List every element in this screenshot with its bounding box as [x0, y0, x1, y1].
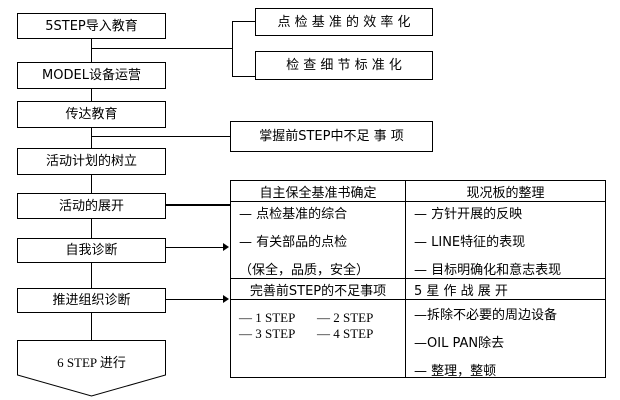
- flow-box-label: 传达教育: [65, 107, 118, 122]
- arrow-orgdiag: [223, 295, 229, 303]
- connector-to-side-box-1: [232, 21, 256, 22]
- matrix-list-item: — 整理，整顿: [414, 364, 497, 377]
- flow-box-label: 5STEP导入教育: [45, 18, 138, 34]
- matrix-header-cell-left-2: 完善前STEP的不足事项: [231, 279, 406, 299]
- side-box-grasp-prior-step[interactable]: 掌握前STEP中不足 事 项: [230, 121, 433, 152]
- matrix-step-item: — 4 STEP: [317, 326, 374, 341]
- matrix-header-cell-right-1: 现况板的整理: [406, 181, 605, 201]
- flow-box-label: MODEL设备运营: [42, 68, 141, 83]
- matrix-list-item: — 目标明确化和意志表现: [414, 262, 562, 278]
- matrix-header-text: 5 星 作 战 展 开: [414, 283, 508, 299]
- matrix-step-row: — 3 STEP — 4 STEP: [231, 326, 405, 342]
- matrix-header-text: 现况板的整理: [466, 185, 545, 201]
- connector-spine-6: [91, 262, 92, 288]
- connector-selfdiag-to-matrix: [166, 247, 224, 248]
- connector-top-bracket: [232, 21, 233, 76]
- flow-box-label: 自我诊断: [65, 243, 118, 258]
- side-box-label: 掌握前STEP中不足 事 项: [259, 129, 404, 144]
- matrix-header-row-2: 完善前STEP的不足事项 5 星 作 战 展 开: [231, 279, 605, 299]
- connector-orgdiag-to-matrix: [166, 299, 224, 300]
- flow-terminator-6step[interactable]: 6 STEP 进行: [17, 340, 166, 396]
- connector-spine-1: [91, 38, 92, 63]
- matrix-divider-3: [231, 299, 605, 300]
- flow-box-label: 推进组织诊断: [52, 293, 131, 308]
- matrix-list-item: —拆除不必要的周边设备: [414, 308, 558, 323]
- matrix-content-cell-left-1: — 点检基准的综合 — 有关部品的点检 （保全，品质，安全）: [231, 202, 406, 278]
- connector-to-side-box-2: [232, 76, 256, 77]
- matrix-content-row-2: — 1 STEP — 2 STEP — 3 STEP — 4 STEP —拆除不…: [231, 300, 605, 377]
- flow-box-label: 活动的展开: [58, 198, 124, 214]
- connector-spine-3: [91, 127, 92, 148]
- matrix-list-item: — 方针开展的反映: [414, 206, 523, 222]
- matrix-list-item: — 有关部品的点检: [239, 234, 348, 250]
- flow-box-transmission-education[interactable]: 传达教育: [17, 101, 166, 128]
- connector-spine-5: [91, 218, 92, 238]
- matrix-content-row-1: — 点检基准的综合 — 有关部品的点检 （保全，品质，安全） — 方针开展的反映…: [231, 202, 605, 278]
- matrix-step-item: — 3 STEP: [239, 326, 296, 341]
- connector-spine-4: [91, 175, 92, 193]
- activity-matrix-table: 自主保全基准书确定 现况板的整理 — 点检基准的综合 — 有关部品的点检 （保全…: [230, 180, 606, 378]
- connector-top-horizontal: [91, 48, 233, 49]
- side-box-inspection-efficiency[interactable]: 点 检 基 准 的 效 率 化: [255, 8, 433, 36]
- matrix-step-item: — 2 STEP: [317, 310, 374, 325]
- connector-activity-to-matrix: [166, 204, 230, 206]
- side-box-label: 点 检 基 准 的 效 率 化: [277, 14, 411, 30]
- flow-terminator-label: 6 STEP 进行: [57, 355, 126, 370]
- flow-box-5step-intro[interactable]: 5STEP导入教育: [17, 13, 166, 39]
- matrix-content-cell-left-2: — 1 STEP — 2 STEP — 3 STEP — 4 STEP: [231, 300, 406, 377]
- flow-box-self-diagnosis[interactable]: 自我诊断: [17, 238, 166, 263]
- matrix-content-cell-right-1: — 方针开展的反映 — LINE特征的表现 — 目标明确化和意志表现: [406, 202, 605, 278]
- flow-box-label: 活动计划的树立: [45, 154, 137, 169]
- flow-box-activity-plan[interactable]: 活动计划的树立: [17, 148, 166, 175]
- matrix-header-cell-right-2: 5 星 作 战 展 开: [406, 279, 605, 299]
- connector-mid-horizontal: [91, 136, 231, 137]
- connector-spine-7: [91, 312, 92, 340]
- matrix-content-cell-right-2: —拆除不必要的周边设备 —OIL PAN除去 — 整理，整顿: [406, 300, 605, 377]
- matrix-list-item: —OIL PAN除去: [414, 336, 505, 351]
- matrix-list-item: — LINE特征的表现: [414, 234, 526, 250]
- matrix-step-item: — 1 STEP: [239, 310, 296, 325]
- matrix-header-text: 完善前STEP的不足事项: [249, 283, 387, 299]
- side-box-label: 检 查 细 节 标 准 化: [286, 58, 402, 73]
- flow-box-org-diagnosis[interactable]: 推进组织诊断: [17, 288, 166, 313]
- arrow-selfdiag: [223, 243, 229, 251]
- matrix-divider-2: [231, 278, 605, 279]
- matrix-header-row-1: 自主保全基准书确定 现况板的整理: [231, 181, 605, 201]
- matrix-list-item: — 点检基准的综合: [239, 206, 348, 222]
- matrix-divider-1: [231, 201, 605, 202]
- matrix-header-cell-left-1: 自主保全基准书确定: [231, 181, 406, 201]
- side-box-inspection-standardization[interactable]: 检 查 细 节 标 准 化: [255, 51, 433, 80]
- flow-box-activity-deployment[interactable]: 活动的展开: [17, 193, 166, 219]
- connector-spine-2: [91, 88, 92, 113]
- matrix-step-row: — 1 STEP — 2 STEP: [231, 310, 405, 326]
- matrix-header-text: 自主保全基准书确定: [259, 185, 377, 201]
- flow-box-model-equipment[interactable]: MODEL设备运营: [17, 62, 166, 89]
- matrix-list-item: （保全，品质，安全）: [239, 262, 370, 278]
